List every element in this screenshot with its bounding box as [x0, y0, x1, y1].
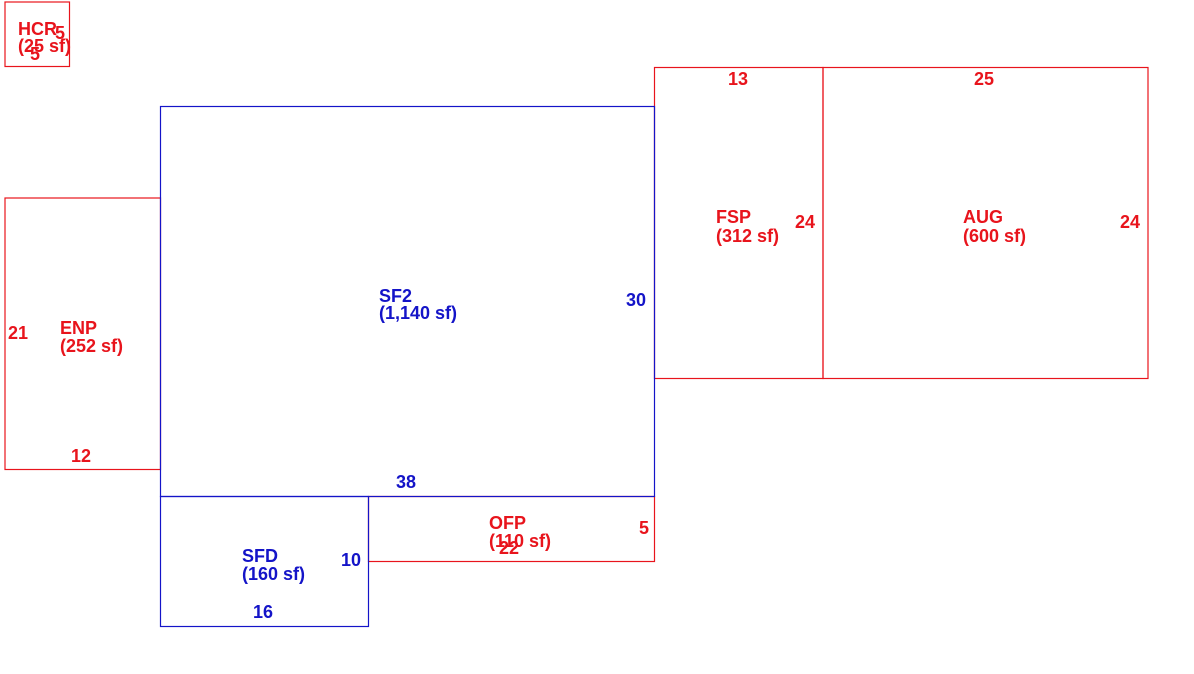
aug-outline [822, 66, 1149, 380]
ofp-area: (110 sf) [489, 531, 552, 551]
sf2-outline [159, 105, 656, 498]
enp-area: (252 sf) [60, 336, 124, 356]
enp-dim-left: 21 [8, 323, 29, 343]
ofp-dim-right: 5 [639, 518, 650, 538]
sfd-area: (160 sf) [242, 564, 306, 584]
hcr-area: (25 sf) [18, 36, 72, 56]
fsp-dim-right: 24 [795, 212, 816, 232]
aug-dim-right: 24 [1120, 212, 1141, 232]
aug-area: (600 sf) [963, 226, 1027, 246]
fsp-dim-top: 13 [728, 69, 749, 89]
hcr-dim-top: 5 [55, 23, 66, 43]
sfd-outline [159, 495, 370, 628]
sfd-dim-right: 10 [341, 550, 362, 570]
ofp-dim-bottom: 22 [499, 538, 520, 558]
fsp-area: (312 sf) [716, 226, 780, 246]
enp-code: ENP [60, 318, 98, 338]
sf2-code: SF2 [379, 286, 413, 306]
hcr-code: HCR [18, 19, 57, 39]
enp-dim-bottom: 12 [71, 446, 92, 466]
sf2-dim-bottom: 38 [396, 472, 417, 492]
ofp-code: OFP [489, 513, 527, 533]
sf2-area: (1,140 sf) [379, 303, 458, 323]
aug-dim-top: 25 [974, 69, 995, 89]
aug-code: AUG [963, 207, 1003, 227]
sfd-dim-bottom: 16 [253, 602, 274, 622]
fsp-code: FSP [716, 207, 752, 227]
hcr-outline [4, 1, 71, 68]
sfd-code: SFD [242, 546, 278, 566]
sf2-dim-right: 30 [626, 290, 647, 310]
hcr-dim-left: 5 [30, 44, 41, 64]
